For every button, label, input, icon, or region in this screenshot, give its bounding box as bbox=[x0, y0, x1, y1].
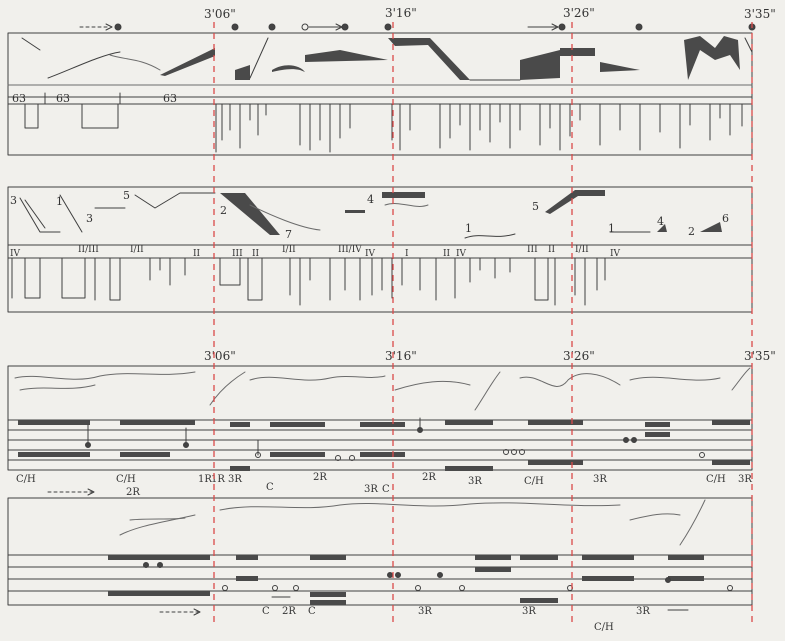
notation-label: 2R bbox=[282, 606, 296, 617]
gesture-number: 3 bbox=[10, 194, 17, 207]
roman-label: II bbox=[193, 249, 201, 259]
notation-label: 3R bbox=[522, 606, 536, 617]
system-d: C 2R C 3R 3R C/H 3R bbox=[7, 497, 753, 633]
system-b-frame bbox=[7, 186, 753, 313]
top-cue-row bbox=[79, 23, 756, 31]
notation-label: 1R bbox=[198, 474, 212, 485]
system-a-bars bbox=[24, 92, 743, 153]
system-d-blocks bbox=[108, 555, 704, 605]
time-marker: 3'06" bbox=[204, 349, 236, 363]
gesture-number: 4 bbox=[657, 215, 664, 228]
notation-label: C/H bbox=[116, 474, 136, 485]
notation-label: C bbox=[382, 484, 390, 495]
roman-label: I bbox=[405, 249, 409, 259]
notation-label: 2R bbox=[422, 472, 436, 483]
roman-label: I/II bbox=[130, 245, 144, 255]
segment-label: 63 bbox=[12, 92, 26, 105]
system-d-staff bbox=[7, 554, 753, 592]
time-marker: 3'26" bbox=[563, 6, 595, 20]
gesture-number: 1 bbox=[608, 222, 615, 235]
system-c-contours bbox=[14, 367, 751, 411]
notation-label: 2R bbox=[126, 487, 140, 498]
notation-label: C bbox=[262, 606, 270, 617]
system-c-blocks bbox=[18, 420, 750, 471]
gesture-number: 2 bbox=[688, 225, 695, 238]
roman-label: III bbox=[527, 245, 538, 255]
roman-label: III/IV bbox=[338, 245, 362, 255]
gesture-number: 6 bbox=[722, 212, 729, 225]
system-a: 63 63 63 bbox=[7, 32, 753, 156]
notation-label: 3R bbox=[468, 476, 482, 487]
notation-label: 1R bbox=[211, 474, 225, 485]
roman-label: IV bbox=[610, 249, 621, 259]
roman-label: II bbox=[443, 249, 451, 259]
time-marker: 3'35" bbox=[744, 349, 776, 363]
system-c-notes bbox=[85, 417, 705, 461]
notation-label: C/H bbox=[16, 474, 36, 485]
notation-label: 3R bbox=[418, 606, 432, 617]
segment-label: 63 bbox=[56, 92, 70, 105]
notation-label: 3R bbox=[593, 474, 607, 485]
time-marker: 3'26" bbox=[563, 349, 595, 363]
system-b-numbers: 3 1 3 5 2 7 4 1 5 1 4 2 6 bbox=[10, 189, 729, 241]
gesture-number: 1 bbox=[465, 222, 472, 235]
roman-label: I/II bbox=[575, 245, 589, 255]
gesture-number: 7 bbox=[285, 228, 292, 241]
system-b-gestures bbox=[19, 190, 722, 239]
roman-label: II/III bbox=[78, 245, 99, 255]
gesture-number: 5 bbox=[532, 200, 539, 213]
gesture-number: 2 bbox=[220, 204, 227, 217]
system-d-arrows bbox=[159, 596, 689, 616]
roman-label: IV bbox=[10, 249, 21, 259]
notation-label: C bbox=[308, 606, 316, 617]
system-a-gestures bbox=[21, 36, 753, 81]
roman-label: III bbox=[232, 249, 243, 259]
notation-label: 3R bbox=[738, 474, 752, 485]
notation-label: C/H bbox=[524, 476, 544, 487]
system-d-contours bbox=[119, 499, 706, 546]
time-markers-top: 3'06" 3'16" 3'26" 3'35" bbox=[204, 6, 776, 21]
system-d-labels: C 2R C 3R 3R C/H 3R bbox=[262, 606, 650, 633]
gesture-number: 1 bbox=[56, 195, 63, 208]
notation-label: C/H bbox=[594, 622, 614, 633]
notation-label: 3R bbox=[636, 606, 650, 617]
time-marker: 3'35" bbox=[744, 7, 776, 21]
gesture-number: 4 bbox=[367, 193, 374, 206]
notation-label: 3R bbox=[228, 474, 242, 485]
time-marker: 3'06" bbox=[204, 7, 236, 21]
system-a-labels: 63 63 63 bbox=[12, 92, 177, 105]
roman-label: IV bbox=[365, 249, 376, 259]
roman-label: II bbox=[252, 249, 260, 259]
time-markers-mid: 3'06" 3'16" 3'26" 3'35" bbox=[204, 349, 776, 363]
system-c-arrow bbox=[47, 488, 95, 496]
notation-label: 3R bbox=[364, 484, 378, 495]
notation-label: C/H bbox=[706, 474, 726, 485]
system-d-notes bbox=[143, 562, 733, 591]
time-grid-lines bbox=[213, 22, 753, 625]
roman-label: II bbox=[548, 245, 556, 255]
gesture-number: 5 bbox=[123, 189, 130, 202]
time-marker: 3'16" bbox=[385, 6, 417, 20]
gesture-number: 3 bbox=[86, 212, 93, 225]
notation-label: 2R bbox=[313, 472, 327, 483]
roman-label: IV bbox=[456, 249, 467, 259]
roman-label: I/II bbox=[282, 245, 296, 255]
notation-label: C bbox=[266, 482, 274, 493]
system-b-bars bbox=[11, 257, 606, 306]
system-b: 3 1 3 5 2 7 4 1 5 1 4 2 6 IV II/III I/II… bbox=[7, 186, 753, 313]
segment-label: 63 bbox=[163, 92, 177, 105]
system-c-labels: C/H C/H 2R 1R 1R 3R C 2R 3R C 2R 3R C/H … bbox=[16, 472, 752, 498]
system-c: C/H C/H 2R 1R 1R 3R C 2R 3R C 2R 3R C/H … bbox=[7, 365, 753, 498]
system-b-roman: IV II/III I/II II III II I/II III/IV IV … bbox=[10, 245, 621, 259]
time-marker: 3'16" bbox=[385, 349, 417, 363]
system-d-frame bbox=[7, 497, 753, 606]
